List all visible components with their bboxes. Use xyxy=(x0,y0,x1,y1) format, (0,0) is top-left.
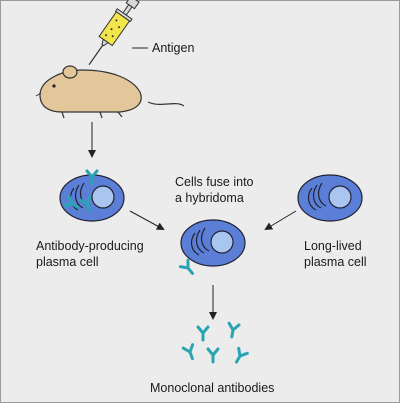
antigen-label: Antigen xyxy=(152,41,194,55)
arrow-plasma-to-hybridoma xyxy=(129,210,165,230)
antibody-producing-plasma-cell xyxy=(59,169,125,222)
syringe-icon xyxy=(88,0,140,66)
mouse-icon xyxy=(35,65,185,119)
arrow-longlived-to-hybridoma xyxy=(264,210,297,231)
hybridoma-label-line2: a hybridoma xyxy=(175,191,244,205)
plasma-cell-label-line2: plasma cell xyxy=(36,255,99,269)
hybridoma-label-line1: Cells fuse into xyxy=(175,175,254,189)
long-lived-label-line2: plasma cell xyxy=(304,255,367,269)
hybridoma-cell xyxy=(178,219,246,279)
long-lived-plasma-cell xyxy=(297,174,363,222)
monoclonal-antibodies-group xyxy=(181,321,249,367)
plasma-cell-label-line1: Antibody-producing xyxy=(36,239,144,253)
long-lived-label-line1: Long-lived xyxy=(304,239,362,253)
monoclonal-label: Monoclonal antibodies xyxy=(150,381,274,395)
